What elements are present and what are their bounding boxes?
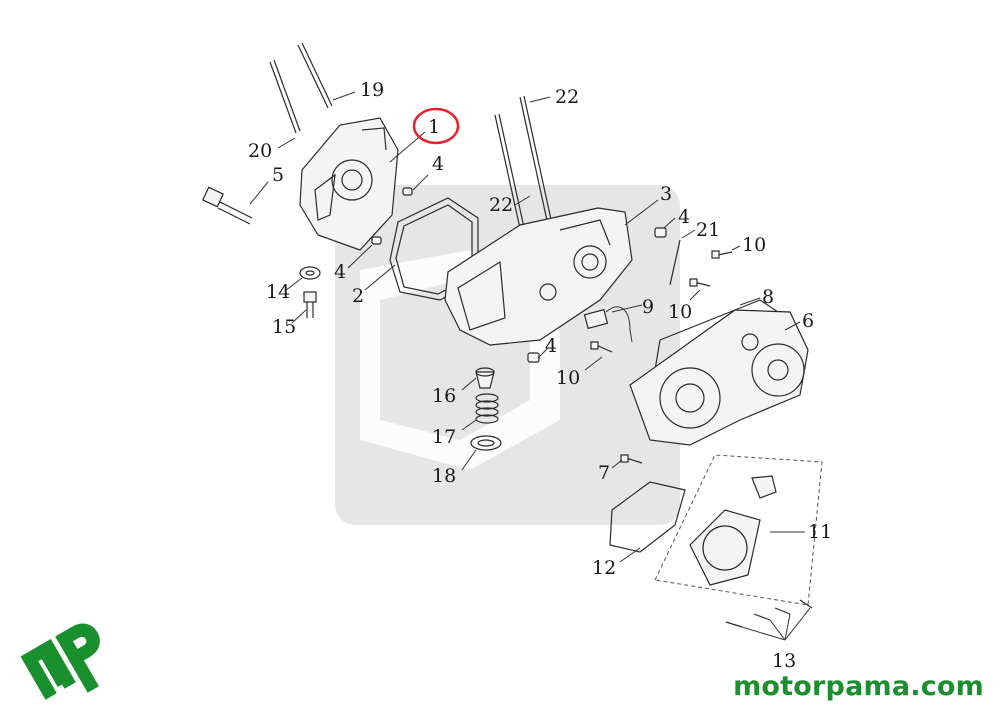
- pin-21: [669, 239, 681, 286]
- callout-13: 13: [772, 650, 796, 672]
- dowel-d: [527, 352, 540, 363]
- brand-logo: [20, 623, 100, 700]
- stud-19: [297, 42, 333, 109]
- callout-10-c: 10: [556, 367, 580, 389]
- seal-18: [470, 435, 502, 451]
- dowel-b: [371, 236, 382, 245]
- callout-11: 11: [808, 521, 832, 543]
- callout-10-b: 10: [668, 301, 692, 323]
- bolt-10-b: [689, 278, 711, 287]
- dowel-a: [402, 187, 413, 196]
- callout-12: 12: [592, 557, 616, 579]
- gasket-12: [609, 481, 686, 553]
- callout-15: 15: [272, 316, 296, 338]
- callout-19: 19: [360, 79, 384, 101]
- callout-14: 14: [266, 281, 290, 303]
- callout-10-a: 10: [742, 234, 766, 256]
- bolt-10-a: [711, 250, 733, 259]
- callout-7: 8: [762, 286, 774, 308]
- callout-3: 3: [660, 183, 672, 205]
- dowel-c: [654, 227, 667, 238]
- callout-4-c: 4: [678, 206, 690, 228]
- brand-website: motorpama.com: [733, 671, 984, 702]
- crankcase-right-half: [444, 207, 633, 346]
- callout-4-b: 4: [334, 261, 346, 283]
- spring-17: [475, 393, 499, 424]
- callout-22-b: 22: [489, 194, 513, 216]
- callout-4-d: 4: [545, 335, 557, 357]
- drain-bolt-15: [303, 291, 317, 318]
- callout-labels: 19 20 5 1 4 4 2 14 15 22 22 3 4 21 10 10…: [248, 79, 832, 672]
- bolt-10-c: [590, 341, 613, 353]
- sensor-9: [583, 306, 633, 343]
- callout-8: 7: [598, 462, 610, 484]
- callout-21: 21: [696, 219, 720, 241]
- callout-22-a: 22: [555, 86, 579, 108]
- callout-1-highlight: [412, 107, 460, 145]
- leader-lines: [249, 91, 811, 641]
- callout-9: 9: [642, 296, 654, 318]
- crankcase-left-half: [299, 117, 399, 251]
- filter-cap-16: [475, 367, 495, 389]
- callout-4-a: 4: [432, 153, 444, 175]
- callout-16: 16: [432, 385, 456, 407]
- callout-18: 18: [432, 465, 456, 487]
- callout-1: 1: [428, 116, 440, 138]
- callout-17: 17: [432, 426, 456, 448]
- kick-start-kit-11: [654, 454, 823, 606]
- bolt-5: [201, 186, 253, 225]
- transmission-cover-6: [629, 309, 809, 446]
- bolt-8: [620, 454, 643, 464]
- stud-20: [269, 59, 301, 134]
- callout-5: 5: [272, 164, 284, 186]
- callout-2: 2: [352, 285, 364, 307]
- callout-20: 20: [248, 140, 272, 162]
- washer-14: [299, 266, 321, 280]
- studs-22: [494, 95, 553, 243]
- bolts-13: [725, 599, 813, 628]
- callout-6: 6: [802, 310, 814, 332]
